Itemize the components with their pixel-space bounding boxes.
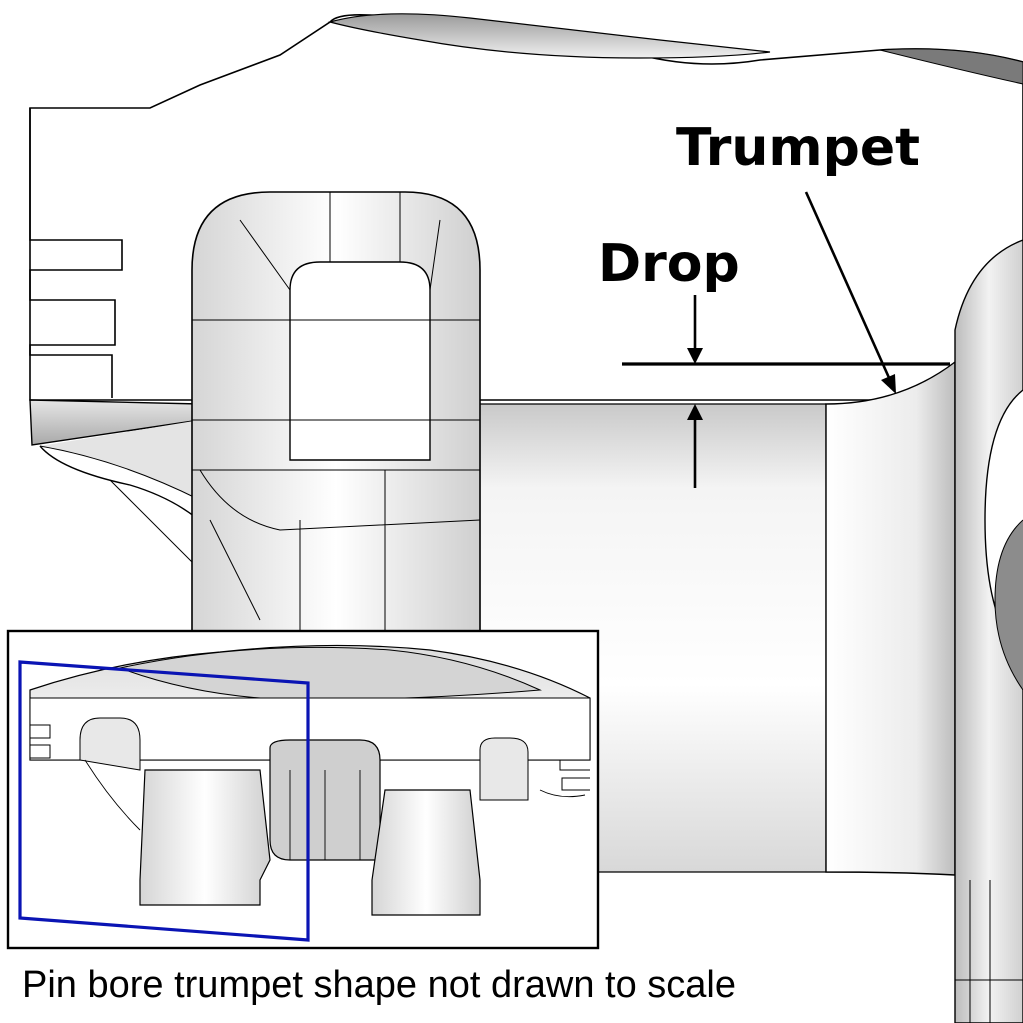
trumpet-flare <box>825 360 956 876</box>
drop-arrow-bottom-head <box>687 404 703 420</box>
trumpet-label: Trumpet <box>676 118 920 178</box>
caption-background <box>0 954 805 1023</box>
drop-arrow-top-head <box>687 348 703 364</box>
section-plane <box>18 660 310 942</box>
right-pin-boss <box>954 239 1023 1023</box>
trumpet-leader-line <box>804 191 892 381</box>
figure-caption: Pin bore trumpet shape not drawn to scal… <box>22 964 736 1006</box>
trumpet-leader-head <box>881 374 896 394</box>
drop-label: Drop <box>598 234 740 294</box>
left-pin-boss <box>191 191 481 641</box>
ring-grooves <box>29 108 123 398</box>
inset-overview <box>6 629 600 950</box>
annotations <box>622 191 950 488</box>
